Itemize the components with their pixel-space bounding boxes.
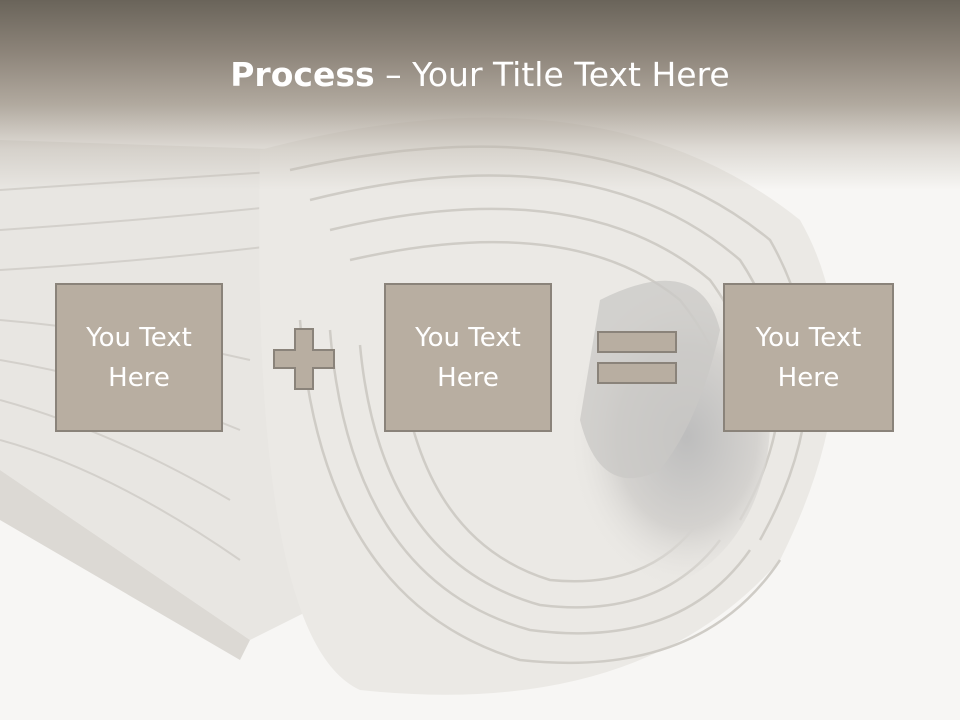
step-box-1: You Text Here	[55, 283, 223, 432]
title-band	[0, 0, 960, 190]
step-box-2: You Text Here	[384, 283, 552, 432]
plus-icon	[273, 328, 335, 390]
title-bold-part: Process	[230, 55, 375, 94]
step-box-1-text: You Text Here	[86, 322, 192, 393]
title-rest-part: – Your Title Text Here	[374, 55, 730, 94]
step-box-2-text: You Text Here	[415, 322, 521, 393]
step-box-3: You Text Here	[723, 283, 894, 432]
step-box-3-text: You Text Here	[755, 322, 862, 393]
slide-title: Process – Your Title Text Here	[0, 52, 960, 98]
equals-icon	[597, 331, 677, 384]
